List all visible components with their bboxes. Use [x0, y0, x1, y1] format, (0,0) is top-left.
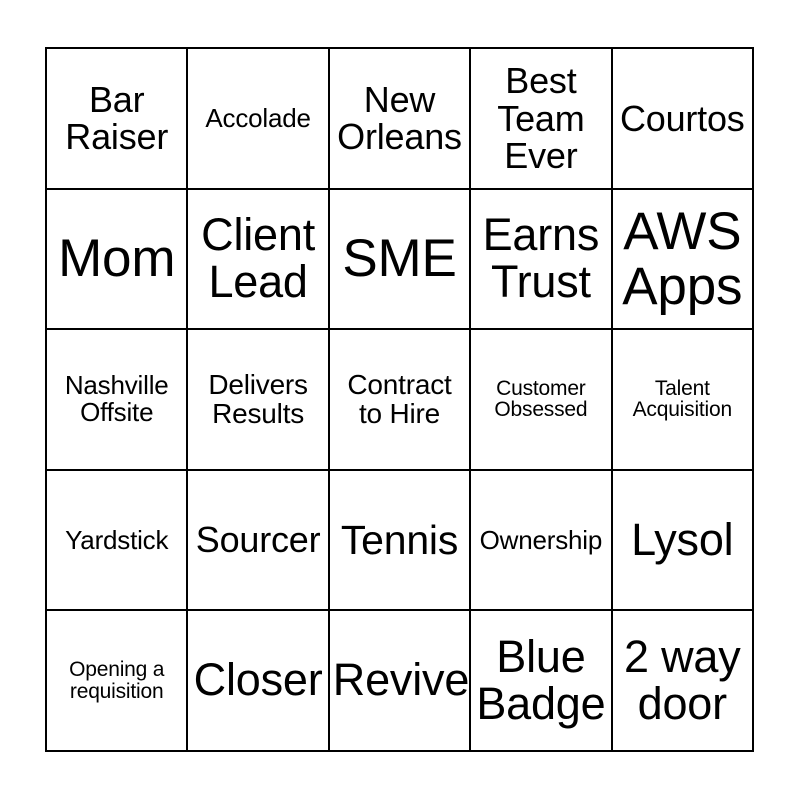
bingo-cell-r2c2[interactable]: Client Lead — [188, 189, 330, 331]
bingo-cell-label: Accolade — [205, 102, 311, 133]
bingo-cell-r1c5[interactable]: Courtos — [612, 49, 754, 190]
bingo-cell-label: Courtos — [619, 97, 745, 139]
bingo-cell-label: Closer — [193, 654, 323, 706]
bingo-cell-r3c1[interactable]: Nashville Offsite — [47, 330, 189, 471]
bingo-cell-r4c2[interactable]: Sourcer — [188, 470, 330, 612]
bingo-cell-r5c2[interactable]: Closer — [188, 611, 330, 752]
bingo-cell-label: Talent Acquisition — [632, 376, 733, 422]
bingo-cell-r4c4[interactable]: Ownership — [471, 470, 613, 612]
bingo-cell-label: SME — [342, 229, 457, 289]
bingo-cell-label: Lysol — [631, 513, 734, 565]
bingo-cell-label: Yardstick — [65, 524, 169, 555]
bingo-cell-label: Opening a requisition — [69, 657, 165, 703]
bingo-cell-label: Earns Trust — [482, 209, 600, 307]
bingo-cell-label: 2 way door — [624, 630, 741, 729]
bingo-cell-r5c3[interactable]: Revive — [329, 611, 472, 752]
bingo-cell-r2c5[interactable]: AWS Apps — [612, 189, 754, 331]
bingo-cell-label: Blue Badge — [476, 630, 606, 729]
bingo-cell-r3c2[interactable]: Delivers Results — [188, 330, 330, 471]
bingo-cell-label: Mom — [58, 229, 176, 289]
bingo-cell-label: Customer Obsessed — [494, 376, 588, 422]
bingo-card-grid: Bar Raiser Accolade New Orleans Best Team E… — [45, 47, 754, 752]
bingo-cell-label: Ownership — [479, 524, 603, 555]
bingo-cell-r5c4[interactable]: Blue Badge — [471, 611, 613, 752]
bingo-cell-r5c1[interactable]: Opening a requisition — [47, 611, 189, 752]
bingo-cell-r4c3[interactable]: Tennis — [329, 470, 472, 612]
bingo-cell-label: AWS Apps — [622, 201, 743, 316]
bingo-cell-label: Tennis — [340, 516, 459, 563]
bingo-cell-r3c3[interactable]: Contract to Hire — [329, 330, 472, 471]
bingo-cell-r3c4[interactable]: Customer Obsessed — [471, 330, 613, 471]
bingo-cell-r2c3[interactable]: SME — [329, 189, 472, 331]
bingo-cell-r3c5[interactable]: Talent Acquisition — [612, 330, 754, 471]
bingo-cell-r1c3[interactable]: New Orleans — [329, 49, 472, 190]
bingo-cell-r1c1[interactable]: Bar Raiser — [47, 49, 189, 190]
bingo-cell-label: Bar Raiser — [65, 78, 169, 158]
bingo-cell-r2c1[interactable]: Mom — [47, 189, 189, 331]
bingo-cell-label: Revive — [332, 654, 470, 706]
bingo-cell-label: New Orleans — [337, 78, 462, 158]
bingo-cell-r1c2[interactable]: Accolade — [188, 49, 330, 190]
bingo-cell-label: Nashville Offsite — [64, 370, 169, 428]
bingo-cell-label: Sourcer — [195, 519, 321, 561]
bingo-cell-label: Delivers Results — [208, 369, 308, 430]
bingo-cell-r2c4[interactable]: Earns Trust — [471, 189, 613, 331]
bingo-cell-r4c1[interactable]: Yardstick — [47, 470, 189, 612]
bingo-cell-label: Contract to Hire — [347, 369, 452, 430]
bingo-cell-r5c5[interactable]: 2 way door — [612, 611, 754, 752]
bingo-cell-r1c4[interactable]: Best Team Ever — [471, 49, 613, 190]
bingo-cell-label: Client Lead — [201, 209, 316, 307]
bingo-cell-r4c5[interactable]: Lysol — [612, 470, 754, 612]
bingo-cell-label: Best Team Ever — [497, 60, 585, 177]
